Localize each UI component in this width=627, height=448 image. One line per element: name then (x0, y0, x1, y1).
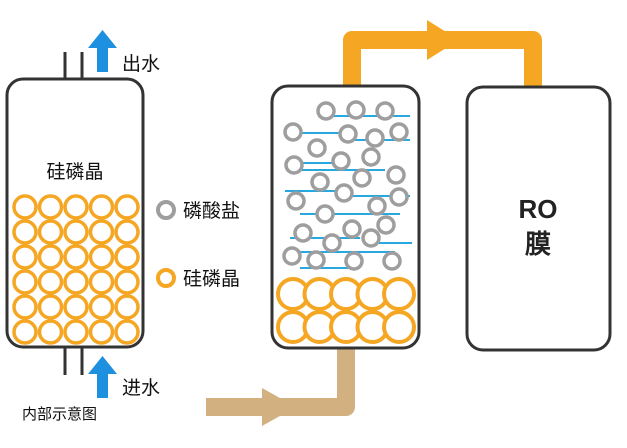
crystal-particle (114, 219, 140, 245)
crystal-particle (37, 194, 64, 220)
crystal-particle (37, 319, 64, 345)
inlet-flow-pipe (206, 346, 355, 416)
water-out-arrow-icon (88, 30, 117, 72)
crystal-particle (63, 194, 89, 220)
left-crystal-bed (12, 194, 140, 345)
crystal-particle (382, 310, 416, 344)
phosphate-particle (389, 122, 409, 142)
phosphate-particle (315, 204, 335, 224)
phosphate-particle (346, 100, 366, 120)
phosphate-particle (286, 191, 306, 211)
ro-label-line1: RO (519, 194, 558, 224)
phosphate-particle (334, 183, 354, 203)
inlet-flow-arrow-icon (262, 388, 296, 426)
phosphate-legend-icon (156, 200, 176, 220)
crystal-particle (12, 294, 38, 320)
crystal-particle (63, 219, 89, 245)
phosphate-particles (282, 100, 409, 271)
phosphate-particle (361, 228, 381, 248)
phosphate-particle (389, 187, 409, 207)
left-vessel: 硅磷晶 出水 进水 内部示意图 (5, 30, 160, 423)
phosphate-particle (342, 219, 362, 239)
phosphate-particle (382, 251, 402, 271)
crystal-particle (63, 294, 89, 320)
crystal-particle (12, 194, 38, 220)
left-vessel-title: 硅磷晶 (46, 161, 103, 183)
phosphate-particle (365, 128, 385, 148)
phosphate-particle (376, 215, 396, 235)
phosphate-particle (307, 138, 327, 158)
crystal-particle (88, 294, 115, 320)
crystal-particle (88, 269, 115, 295)
crystal-particle (88, 194, 115, 220)
outlet-flow-arrow-icon (427, 20, 459, 60)
phosphate-particle (386, 165, 406, 185)
crystal-particle (114, 319, 140, 345)
phosphate-particle (310, 172, 330, 192)
filter-vessel (270, 84, 421, 350)
crystal-particle (114, 194, 140, 220)
phosphate-particle (338, 124, 358, 144)
crystal-particle (12, 269, 38, 295)
legend: 磷酸盐 硅磷晶 (156, 200, 240, 290)
crystal-particle (37, 269, 64, 295)
phosphate-particle (282, 246, 302, 266)
crystal-legend-label: 硅磷晶 (183, 268, 240, 290)
phosphate-particle (375, 101, 395, 121)
ro-label-line2: 膜 (525, 229, 551, 259)
phosphate-particle (283, 122, 303, 142)
filter-crystal-bed (276, 277, 416, 344)
crystal-legend-icon (156, 268, 176, 288)
crystal-particle (63, 269, 89, 295)
phosphate-particle (352, 168, 372, 188)
water-in-label: 进水 (122, 377, 160, 399)
water-out-label: 出水 (122, 53, 160, 75)
crystal-particle (37, 244, 64, 270)
phosphate-particle (344, 251, 364, 271)
crystal-particle (88, 244, 115, 270)
water-in-arrow-icon (88, 356, 117, 398)
crystal-particle (114, 244, 140, 270)
crystal-particle (63, 319, 89, 345)
phosphate-particle (293, 223, 313, 243)
crystal-particle (12, 319, 38, 345)
diagram-caption: 内部示意图 (22, 405, 97, 423)
crystal-particle (114, 294, 140, 320)
phosphate-legend-label: 磷酸盐 (183, 200, 240, 222)
crystal-particle (63, 244, 89, 270)
phosphate-particle (316, 101, 336, 121)
crystal-particle (12, 244, 38, 270)
phosphate-particle (331, 151, 351, 171)
phosphate-particle (322, 233, 342, 253)
crystal-particle (12, 219, 38, 245)
crystal-particle (37, 294, 64, 320)
phosphate-particle (361, 147, 381, 167)
crystal-particle (37, 219, 64, 245)
phosphate-particle (306, 250, 326, 270)
ro-membrane-unit: RO 膜 (465, 85, 612, 352)
crystal-particle (88, 319, 115, 345)
crystal-particle (114, 269, 140, 295)
phosphate-particle (284, 155, 304, 175)
crystal-particle (382, 277, 416, 311)
phosphate-particle (367, 196, 387, 216)
crystal-particle (88, 219, 115, 245)
ro-membrane-body (465, 85, 612, 352)
